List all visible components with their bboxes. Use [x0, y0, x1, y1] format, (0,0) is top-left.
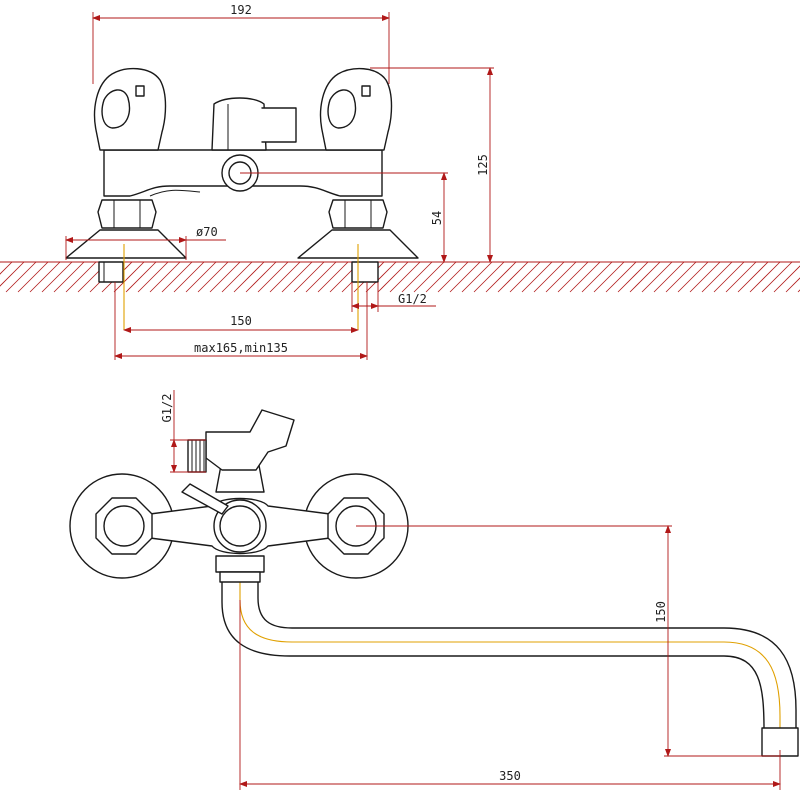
hatch-stroke — [737, 261, 769, 293]
hatch-stroke — [713, 261, 745, 293]
hatch-stroke — [389, 261, 421, 293]
hatch-stroke — [509, 261, 541, 293]
hatch-stroke — [653, 261, 685, 293]
hatch-stroke — [545, 261, 577, 293]
hatch-stroke — [425, 261, 457, 293]
hatch-stroke — [281, 261, 313, 293]
plan-view: G1/2 150 350 — [69, 390, 799, 790]
diverter-knob — [211, 97, 267, 151]
right-inlet-pipe — [351, 261, 379, 283]
dim-inlet-range: max165,min135 — [194, 341, 288, 355]
left-inlet-pipe — [98, 261, 124, 283]
hatch-stroke — [557, 261, 589, 293]
dim-total-height: 125 — [476, 154, 490, 176]
hatch-stroke — [0, 261, 13, 275]
shower-outlet — [187, 409, 295, 493]
hatch-stroke — [5, 261, 37, 293]
hatch-stroke — [461, 261, 493, 293]
hatch-stroke — [521, 261, 553, 293]
hatch-stroke — [617, 261, 649, 293]
hatch-stroke — [257, 261, 289, 293]
dim-connection-thread: G1/2 — [398, 292, 427, 306]
hatch-stroke — [233, 261, 265, 293]
hatch-stroke — [209, 261, 241, 293]
hatch-stroke — [173, 261, 205, 293]
dim-axis-height: 54 — [430, 211, 444, 225]
left-hex-nut — [97, 199, 157, 229]
left-flange — [65, 229, 187, 259]
swivel-spout — [221, 581, 799, 757]
hatch-stroke — [197, 261, 229, 293]
hatch-stroke — [185, 261, 217, 293]
hatch-stroke — [785, 277, 800, 293]
hatch-stroke — [761, 261, 793, 293]
dim-top-width: 192 — [230, 3, 252, 17]
hatch-stroke — [749, 261, 781, 293]
hatch-stroke — [569, 261, 601, 293]
hatch-stroke — [245, 261, 277, 293]
hatch-stroke — [497, 261, 529, 293]
hatch-stroke — [161, 261, 193, 293]
hatch-stroke — [65, 261, 97, 293]
hatch-stroke — [473, 261, 505, 293]
dim-spout-drop: 150 — [654, 601, 668, 623]
hatch-stroke — [449, 261, 481, 293]
hatch-stroke — [317, 261, 349, 293]
hatch-stroke — [41, 261, 73, 293]
center-body-outer — [213, 499, 267, 553]
hatch-stroke — [149, 261, 181, 293]
hatch-stroke — [773, 265, 800, 293]
swivel-collar — [215, 555, 265, 573]
hatch-stroke — [581, 261, 613, 293]
hatch-stroke — [689, 261, 721, 293]
diverter-lever — [181, 483, 229, 515]
hatch-stroke — [413, 261, 445, 293]
right-hex-nut — [328, 199, 388, 229]
dim-spout-reach: 350 — [499, 769, 521, 783]
hatch-stroke — [221, 261, 253, 293]
hatch-stroke — [485, 261, 517, 293]
front-view: 192 125 54 ø70 G1/2 150 max165,min135 — [0, 3, 800, 360]
hatch-stroke — [677, 261, 709, 293]
hatch-stroke — [269, 261, 301, 293]
hatch-stroke — [605, 261, 637, 293]
hatch-stroke — [401, 261, 433, 293]
hatch-stroke — [533, 261, 565, 293]
dim-inlet-spacing: 150 — [230, 314, 252, 328]
hatch-stroke — [29, 261, 61, 293]
wall-hatching — [0, 261, 800, 293]
dim-side-thread: G1/2 — [160, 394, 174, 423]
hatch-stroke — [0, 261, 25, 287]
hatch-stroke — [593, 261, 625, 293]
hatch-stroke — [293, 261, 325, 293]
hatch-stroke — [641, 261, 673, 293]
hatch-stroke — [53, 261, 85, 293]
hatch-stroke — [437, 261, 469, 293]
dim-flange-diameter: ø70 — [196, 225, 218, 239]
hatch-stroke — [113, 261, 145, 293]
hatch-stroke — [17, 261, 49, 293]
hatch-stroke — [629, 261, 661, 293]
hatch-stroke — [665, 261, 697, 293]
hatch-stroke — [725, 261, 757, 293]
hatch-stroke — [137, 261, 169, 293]
hatch-stroke — [365, 261, 397, 293]
hatch-stroke — [125, 261, 157, 293]
hatch-stroke — [305, 261, 337, 293]
hatch-stroke — [701, 261, 733, 293]
hatch-stroke — [377, 261, 409, 293]
